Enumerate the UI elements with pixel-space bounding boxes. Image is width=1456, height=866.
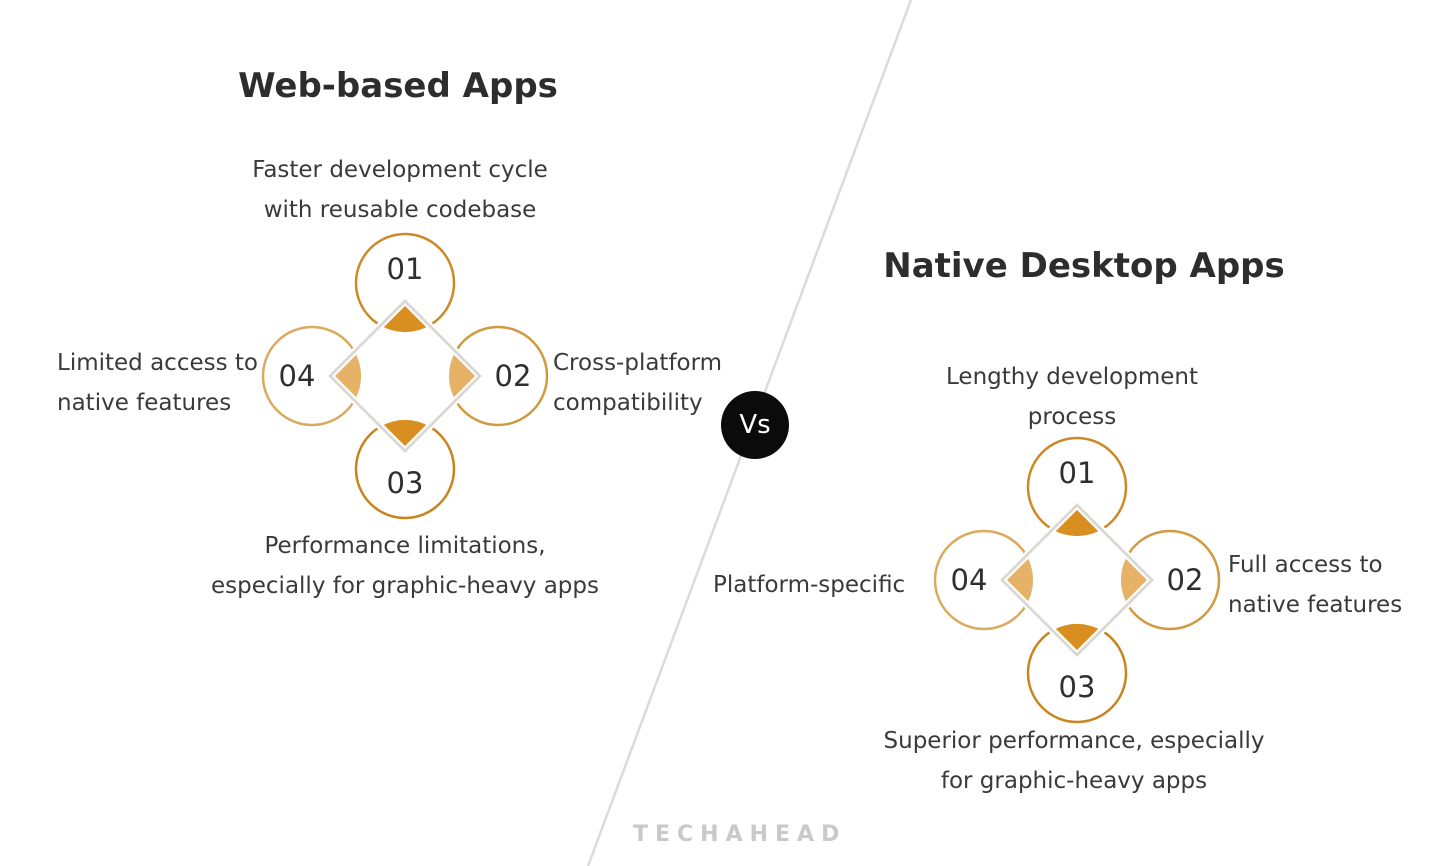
label-line: compatibility [553,390,703,416]
label-line: Limited access to [57,350,258,376]
web-wedge-top [380,301,430,333]
label-line: Lengthy development [946,364,1198,390]
web-label-right: Cross-platform compatibility [553,343,722,423]
label-line: with reusable codebase [263,197,537,223]
label-line: process [1027,404,1117,430]
web-label-left: Limited access to native features [57,343,258,423]
native-apps-diagram: 01 02 03 04 [933,436,1221,724]
label-line: Performance limitations, [264,533,546,559]
label-line: Superior performance, especially [883,728,1265,754]
label-line: for graphic-heavy apps [940,768,1208,794]
native-wedge-bottom [1052,623,1102,655]
vs-badge: Vs [721,391,789,459]
native-wedge-top [1052,505,1102,537]
web-number-03: 03 [387,466,424,500]
web-wedge-bottom [380,419,430,451]
native-label-bottom: Superior performance, especially for gra… [884,721,1265,801]
label-line: Full access to [1228,552,1383,578]
web-apps-diagram: 01 02 03 04 [261,232,549,520]
native-apps-title: Native Desktop Apps [883,246,1285,286]
web-number-04: 04 [279,359,316,393]
native-diamond-outline [1000,503,1154,657]
vs-label: Vs [739,410,771,440]
label-line: native features [1228,592,1403,618]
brand-logo: TECHAHEAD [633,822,847,847]
label-line: Platform-specific [713,572,906,598]
native-wedge-left [1002,555,1034,605]
web-number-01: 01 [387,252,424,286]
native-label-top: Lengthy development process [946,357,1198,437]
web-label-top: Faster development cycle with reusable c… [252,150,548,230]
web-label-bottom: Performance limitations, especially for … [211,526,599,606]
label-line: native features [57,390,232,416]
label-line: Faster development cycle [252,157,548,183]
native-number-01: 01 [1059,456,1096,490]
native-number-03: 03 [1059,670,1096,704]
native-wedge-right [1120,555,1152,605]
native-number-04: 04 [951,563,988,597]
native-label-left: Platform-specific [713,565,905,605]
web-diamond-outline [328,299,482,453]
web-wedge-left [330,351,362,401]
label-line: especially for graphic-heavy apps [211,573,599,599]
native-number-02: 02 [1167,563,1204,597]
web-wedge-right [448,351,480,401]
web-apps-title: Web-based Apps [238,66,558,106]
native-label-right: Full access to native features [1228,545,1402,625]
web-number-02: 02 [495,359,532,393]
label-line: Cross-platform [553,350,723,376]
